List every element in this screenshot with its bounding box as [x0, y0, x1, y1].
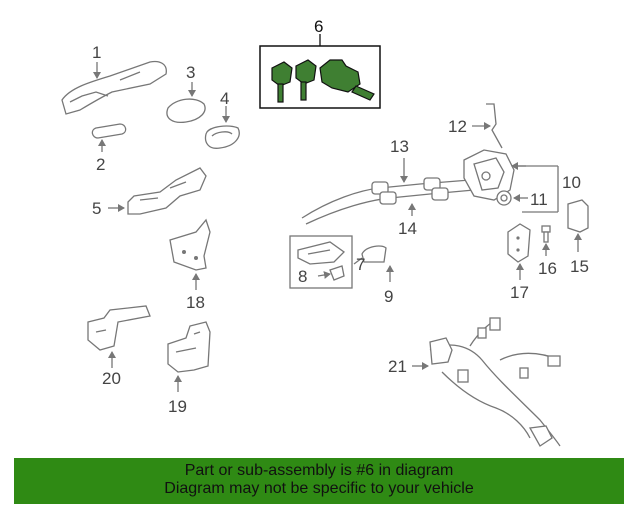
callout-3: 3 [186, 63, 195, 82]
lock-rod-part [472, 103, 503, 149]
callout-13: 13 [390, 137, 409, 156]
handle-frame-part [108, 167, 207, 215]
callout-14: 14 [398, 219, 417, 238]
latch-grommet-part [496, 190, 528, 206]
door-cables-part [301, 158, 475, 225]
callout-12: 12 [448, 117, 467, 136]
callout-18: 18 [186, 293, 205, 312]
callout-9: 9 [384, 287, 393, 306]
callout-15: 15 [570, 257, 589, 276]
lower-hinge-part [167, 321, 211, 392]
callout-20: 20 [102, 369, 121, 388]
handle-cap-part [166, 82, 206, 124]
callout-19: 19 [168, 397, 187, 416]
banner-line-disclaimer: Diagram may not be specific to your vehi… [164, 480, 474, 497]
handle-gasket-part [204, 106, 240, 149]
callout-6: 6 [314, 17, 323, 36]
handle-pad-part [91, 123, 127, 152]
parts-diagram: 1 2 3 4 5 6 1 [61, 17, 589, 447]
callout-21: 21 [388, 357, 407, 376]
callout-8: 8 [298, 267, 307, 286]
key-cylinder-set-part [259, 34, 381, 109]
wire-harness-part [412, 317, 561, 447]
callout-5: 5 [92, 199, 101, 218]
door-striker-part [567, 199, 589, 252]
inside-handle-part [289, 235, 387, 289]
striker-screw-part [541, 225, 551, 256]
callout-11: 11 [530, 190, 548, 209]
callout-16: 16 [538, 259, 557, 278]
outside-handle-part [61, 60, 167, 115]
callout-2: 2 [96, 155, 105, 174]
door-check-part [169, 218, 211, 290]
upper-hinge-part [87, 305, 151, 368]
callout-17: 17 [510, 283, 529, 302]
callout-7: 7 [356, 255, 365, 274]
banner-line-part-info: Part or sub-assembly is #6 in diagram [184, 462, 454, 479]
door-latch-part [463, 149, 559, 213]
callout-4: 4 [220, 89, 229, 108]
callout-10: 10 [562, 173, 581, 192]
info-banner: Part or sub-assembly is #6 in diagram Di… [14, 458, 624, 504]
latch-cover-part [507, 223, 531, 280]
callout-1: 1 [92, 43, 101, 62]
